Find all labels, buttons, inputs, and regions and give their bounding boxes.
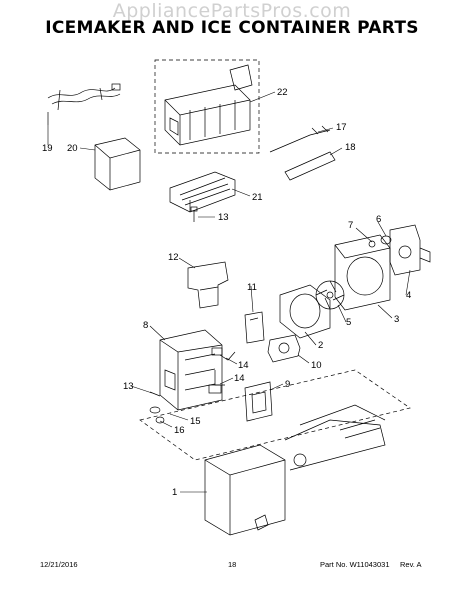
ice-tray-part — [169, 171, 236, 213]
ice-container-part — [204, 404, 386, 536]
callout-7: 7 — [348, 220, 353, 231]
callout-1: 1 — [172, 487, 177, 498]
footer-page-number: 18 — [228, 560, 237, 569]
callout-6: 6 — [376, 214, 381, 225]
duct-part — [187, 261, 229, 309]
callout-5: 5 — [346, 317, 351, 328]
callout-18: 17 — [336, 122, 347, 133]
callout-8: 8 — [143, 320, 148, 331]
callout-11: 11 — [247, 282, 257, 293]
motor-mount-part — [267, 334, 301, 363]
callout-14-upper: 13 — [218, 212, 229, 223]
callout-23: 22 — [277, 87, 288, 98]
fan-motor-part — [389, 224, 431, 276]
callout-15: 14 — [238, 360, 249, 371]
fan-shroud-part — [279, 284, 331, 339]
footer-revision: Rev. A — [400, 560, 422, 569]
auger-motor-housing-part — [159, 329, 223, 411]
bracket-part — [284, 151, 336, 181]
screw-part-small — [368, 240, 376, 248]
page-title: ICEMAKER AND ICE CONTAINER PARTS — [45, 18, 419, 38]
ice-container-group-box — [139, 369, 411, 461]
leader-lines — [47, 91, 411, 493]
callout-21: 20 — [67, 143, 78, 154]
footer-part-number: Part No. W11043031 — [320, 560, 390, 569]
cover-plate-part — [244, 381, 273, 422]
callout-labels: 22 19 20 21 13 17 18 7 6 4 3 5 2 12 11 8… — [42, 87, 411, 498]
screw-part-upper — [190, 206, 198, 222]
bearing-part — [149, 406, 165, 424]
callout-12: 14 — [234, 373, 245, 384]
callout-13: 12 — [168, 252, 179, 263]
callout-14-lower: 13 — [123, 381, 134, 392]
wire-part — [211, 347, 236, 361]
callout-9: 9 — [285, 379, 290, 390]
harness-part — [208, 370, 225, 394]
callout-10: 10 — [311, 360, 322, 371]
callout-16: 15 — [190, 416, 201, 427]
wire-harness-part — [47, 83, 121, 125]
evaporator-housing-part — [334, 234, 391, 311]
callout-4: 4 — [406, 290, 411, 301]
fan-blade-part — [315, 280, 345, 310]
callout-2: 2 — [318, 340, 323, 351]
icemaker-cover-part — [94, 137, 141, 191]
footer-date: 12/21/2016 — [40, 560, 78, 569]
callout-20: 19 — [42, 143, 53, 154]
icemaker-part — [164, 64, 253, 146]
callout-3: 3 — [394, 314, 399, 325]
watermark: AppliancePartsPros.com — [112, 0, 352, 22]
switch-part — [244, 311, 265, 344]
callout-17: 16 — [174, 425, 185, 436]
shutoff-arm-part — [269, 125, 331, 153]
callout-22: 21 — [252, 192, 263, 203]
icemaker-group-box — [154, 59, 260, 154]
callout-19: 18 — [345, 142, 356, 153]
